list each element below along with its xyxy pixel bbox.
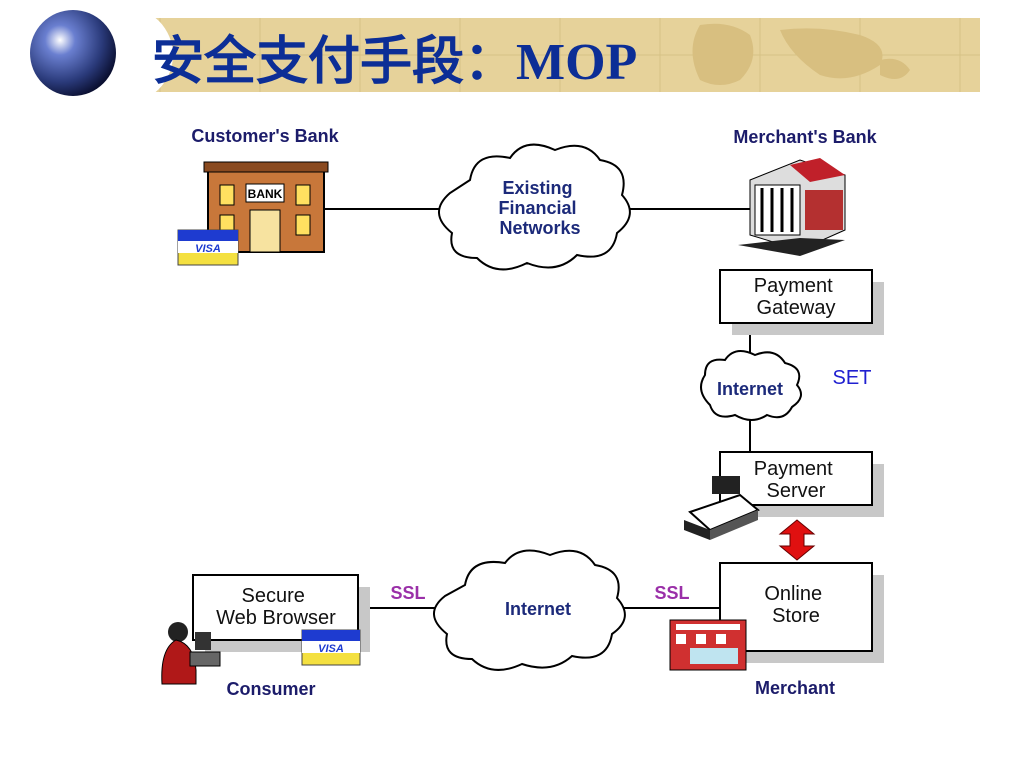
double-arrow-icon bbox=[778, 519, 816, 561]
ssl-right-label: SSL bbox=[654, 583, 689, 603]
world-map-silhouette bbox=[692, 23, 910, 85]
payment-gateway-box bbox=[719, 269, 873, 324]
internet-bottom-label: Internet bbox=[505, 599, 571, 619]
svg-text:VISA: VISA bbox=[318, 643, 344, 655]
cash-register-icon bbox=[684, 476, 760, 540]
set-label: SET bbox=[833, 367, 872, 389]
consumer-label: Consumer bbox=[226, 679, 315, 699]
globe-icon bbox=[30, 10, 116, 96]
financial-networks-cloud bbox=[438, 143, 631, 271]
payment-server-label: Payment Server bbox=[754, 458, 839, 502]
merchant-label: Merchant bbox=[755, 678, 835, 698]
online-store-label: Online Store bbox=[764, 583, 827, 627]
secure-web-browser-label: Secure Web Browser bbox=[216, 585, 336, 629]
svg-text:VISA: VISA bbox=[195, 243, 221, 255]
storefront-icon bbox=[669, 619, 747, 671]
page-title: 安全支付手段：MOP bbox=[152, 32, 637, 91]
visa-card-icon: VISA bbox=[177, 229, 239, 266]
payment-gateway-label: Payment Gateway bbox=[754, 275, 839, 319]
visa-card-icon-consumer: VISA bbox=[301, 629, 361, 666]
internet-cloud-bottom bbox=[433, 549, 626, 671]
connectors bbox=[325, 208, 751, 609]
customers-bank-label: Customer's Bank bbox=[191, 126, 339, 146]
consumer-at-computer-icon bbox=[161, 622, 221, 685]
svg-text:BANK: BANK bbox=[248, 187, 283, 201]
payment-server-box bbox=[719, 451, 873, 506]
merchants-bank-label: Merchant's Bank bbox=[733, 127, 877, 147]
internet-cloud-top bbox=[700, 350, 802, 421]
financial-networks-label: Existing Financial Networks bbox=[498, 178, 581, 238]
merchant-bank-building-icon bbox=[738, 158, 846, 256]
internet-top-label: Internet bbox=[717, 379, 783, 399]
secure-web-browser-box bbox=[192, 574, 359, 641]
ssl-left-label: SSL bbox=[390, 583, 425, 603]
